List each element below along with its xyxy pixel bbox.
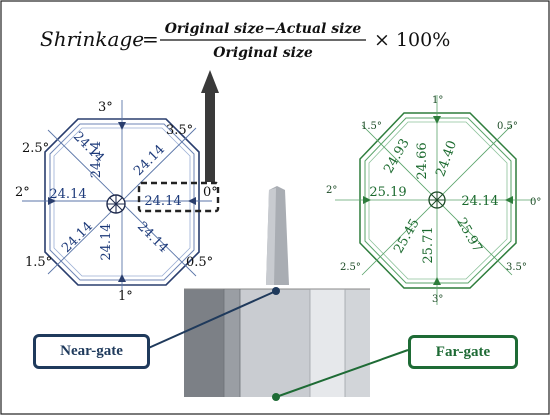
near-gate-leader bbox=[143, 290, 277, 351]
near-gate-label: Near-gate bbox=[33, 334, 150, 369]
near-angle-2: 2° bbox=[15, 185, 30, 200]
formula-denominator: Original size bbox=[213, 45, 313, 61]
far-dim-up: 24.66 bbox=[415, 142, 430, 179]
formula-tail: × 100% bbox=[374, 29, 450, 51]
formula-lhs: Shrinkage bbox=[40, 27, 144, 51]
near-angle-2-5: 2.5° bbox=[22, 141, 49, 156]
near-dim-left: 24.14 bbox=[49, 187, 86, 202]
far-gate-label: Far-gate bbox=[408, 335, 518, 369]
far-gate-leader bbox=[275, 349, 409, 398]
near-gate-angles: 3° 2.5° 3.5° 2° 0° 1.5° 0.5° 1° bbox=[15, 100, 218, 304]
far-angle-2: 2° bbox=[326, 185, 337, 196]
far-angle-0-5: 0.5° bbox=[497, 121, 518, 132]
near-angle-1: 1° bbox=[118, 289, 133, 304]
near-dim-right: 24.14 bbox=[144, 194, 181, 209]
far-angle-1-5: 1.5° bbox=[361, 121, 382, 132]
shrinkage-formula: Shrinkage = Original size−Actual size Or… bbox=[40, 21, 450, 61]
near-angle-0: 0° bbox=[203, 185, 218, 200]
formula-numerator: Original size−Actual size bbox=[165, 21, 362, 37]
far-angle-3: 3° bbox=[432, 294, 443, 305]
near-angle-3-5: 3.5° bbox=[166, 123, 193, 138]
near-angle-0-5: 0.5° bbox=[186, 255, 213, 270]
far-dim-downleft: 25.45 bbox=[391, 216, 423, 256]
far-gate-angles: 1° 1.5° 0.5° 2° 0° 2.5° 3.5° 3° bbox=[326, 95, 541, 305]
far-dim-upleft: 24.93 bbox=[381, 136, 413, 176]
far-angle-3-5: 3.5° bbox=[506, 262, 527, 273]
near-dim-downleft: 24.14 bbox=[59, 219, 96, 256]
near-angle-1-5: 1.5° bbox=[25, 255, 52, 270]
near-gate-section bbox=[22, 100, 220, 300]
near-gate-dot bbox=[272, 287, 280, 295]
formula-equals: = bbox=[142, 27, 159, 51]
near-angle-3: 3° bbox=[98, 100, 113, 115]
far-dim-down: 25.71 bbox=[421, 226, 436, 263]
far-dim-left: 25.19 bbox=[369, 185, 406, 200]
far-gate-dot bbox=[272, 393, 280, 401]
up-arrow bbox=[201, 70, 219, 182]
far-dim-downright: 25.97 bbox=[453, 215, 485, 255]
far-angle-0: 0° bbox=[530, 197, 541, 208]
far-angle-2-5: 2.5° bbox=[340, 262, 361, 273]
far-angle-1: 1° bbox=[432, 95, 443, 106]
far-dim-right: 24.14 bbox=[461, 194, 498, 209]
molded-part bbox=[184, 186, 370, 397]
near-dim-up: 24.14 bbox=[89, 141, 104, 178]
near-dim-downright: 24.14 bbox=[134, 219, 171, 256]
near-dim-down: 24.14 bbox=[99, 223, 114, 260]
far-gate-section bbox=[335, 95, 535, 305]
